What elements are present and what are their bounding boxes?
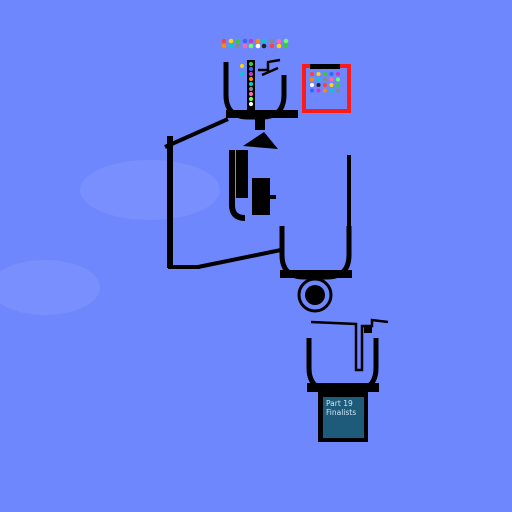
marble <box>240 72 244 76</box>
marble <box>310 72 314 76</box>
marble <box>240 64 244 68</box>
marble <box>248 61 254 67</box>
ramp-to-cup <box>197 248 282 269</box>
marble <box>248 71 254 77</box>
marble <box>329 77 334 82</box>
middle-cup <box>279 226 352 280</box>
marble <box>323 88 327 93</box>
marble <box>255 38 261 44</box>
marble <box>242 38 248 44</box>
marble <box>329 72 334 76</box>
marble <box>276 43 282 49</box>
marble <box>248 96 254 102</box>
marble <box>248 43 254 49</box>
marble <box>248 76 254 82</box>
marble <box>248 91 254 97</box>
marble <box>323 72 327 76</box>
j-pipe <box>229 150 246 221</box>
j-pipe-bar <box>236 150 248 198</box>
marble <box>221 38 227 44</box>
marble <box>248 86 254 92</box>
bottom-lever <box>310 318 389 372</box>
marble <box>248 38 254 44</box>
spinner-arm <box>252 195 276 199</box>
marble <box>276 38 282 44</box>
top-funnel-base <box>226 110 298 118</box>
bottom-cup-base <box>307 383 379 392</box>
marble <box>329 83 334 87</box>
marble <box>323 83 327 87</box>
marble <box>316 77 321 82</box>
marble <box>228 43 234 49</box>
marble <box>269 38 275 44</box>
marble <box>248 81 254 87</box>
marble <box>310 88 314 93</box>
marble <box>235 38 241 44</box>
funnel-neck <box>255 116 265 130</box>
marble <box>269 43 275 49</box>
middle-cup-base <box>280 270 352 278</box>
marble <box>255 43 261 49</box>
bottom-cup <box>306 338 379 393</box>
background-cloud <box>80 160 220 220</box>
marble <box>316 72 321 76</box>
top-lever <box>258 58 281 77</box>
finalists-sign: Part 19 Finalists <box>318 392 368 442</box>
sign-line-1: Part 19 <box>326 399 353 408</box>
marble <box>316 83 321 87</box>
marble <box>242 43 248 49</box>
marble <box>248 66 254 72</box>
marble <box>221 43 227 49</box>
ramp-top-left <box>164 117 229 149</box>
marble <box>261 38 267 44</box>
marble <box>261 43 267 49</box>
marble <box>228 38 234 44</box>
marble <box>283 43 289 49</box>
leaderboard-top-bar <box>310 64 340 69</box>
gear-wheel <box>297 277 333 313</box>
marble <box>336 72 340 76</box>
marble <box>235 43 241 49</box>
marble <box>336 77 340 82</box>
bottom-lever-block <box>364 325 372 333</box>
marble <box>336 88 340 93</box>
background-cloud <box>0 260 100 315</box>
finalists-sign-panel: Part 19 Finalists <box>323 397 364 438</box>
sign-line-2: Finalists <box>326 408 357 417</box>
marble <box>336 83 340 87</box>
marble <box>310 77 314 82</box>
marble <box>283 38 289 44</box>
marble <box>310 83 314 87</box>
marble <box>323 77 327 82</box>
triangle-splitter <box>243 132 278 149</box>
marble <box>316 88 321 93</box>
marble <box>329 88 334 93</box>
marble <box>248 101 254 107</box>
gear-hub <box>305 285 325 305</box>
